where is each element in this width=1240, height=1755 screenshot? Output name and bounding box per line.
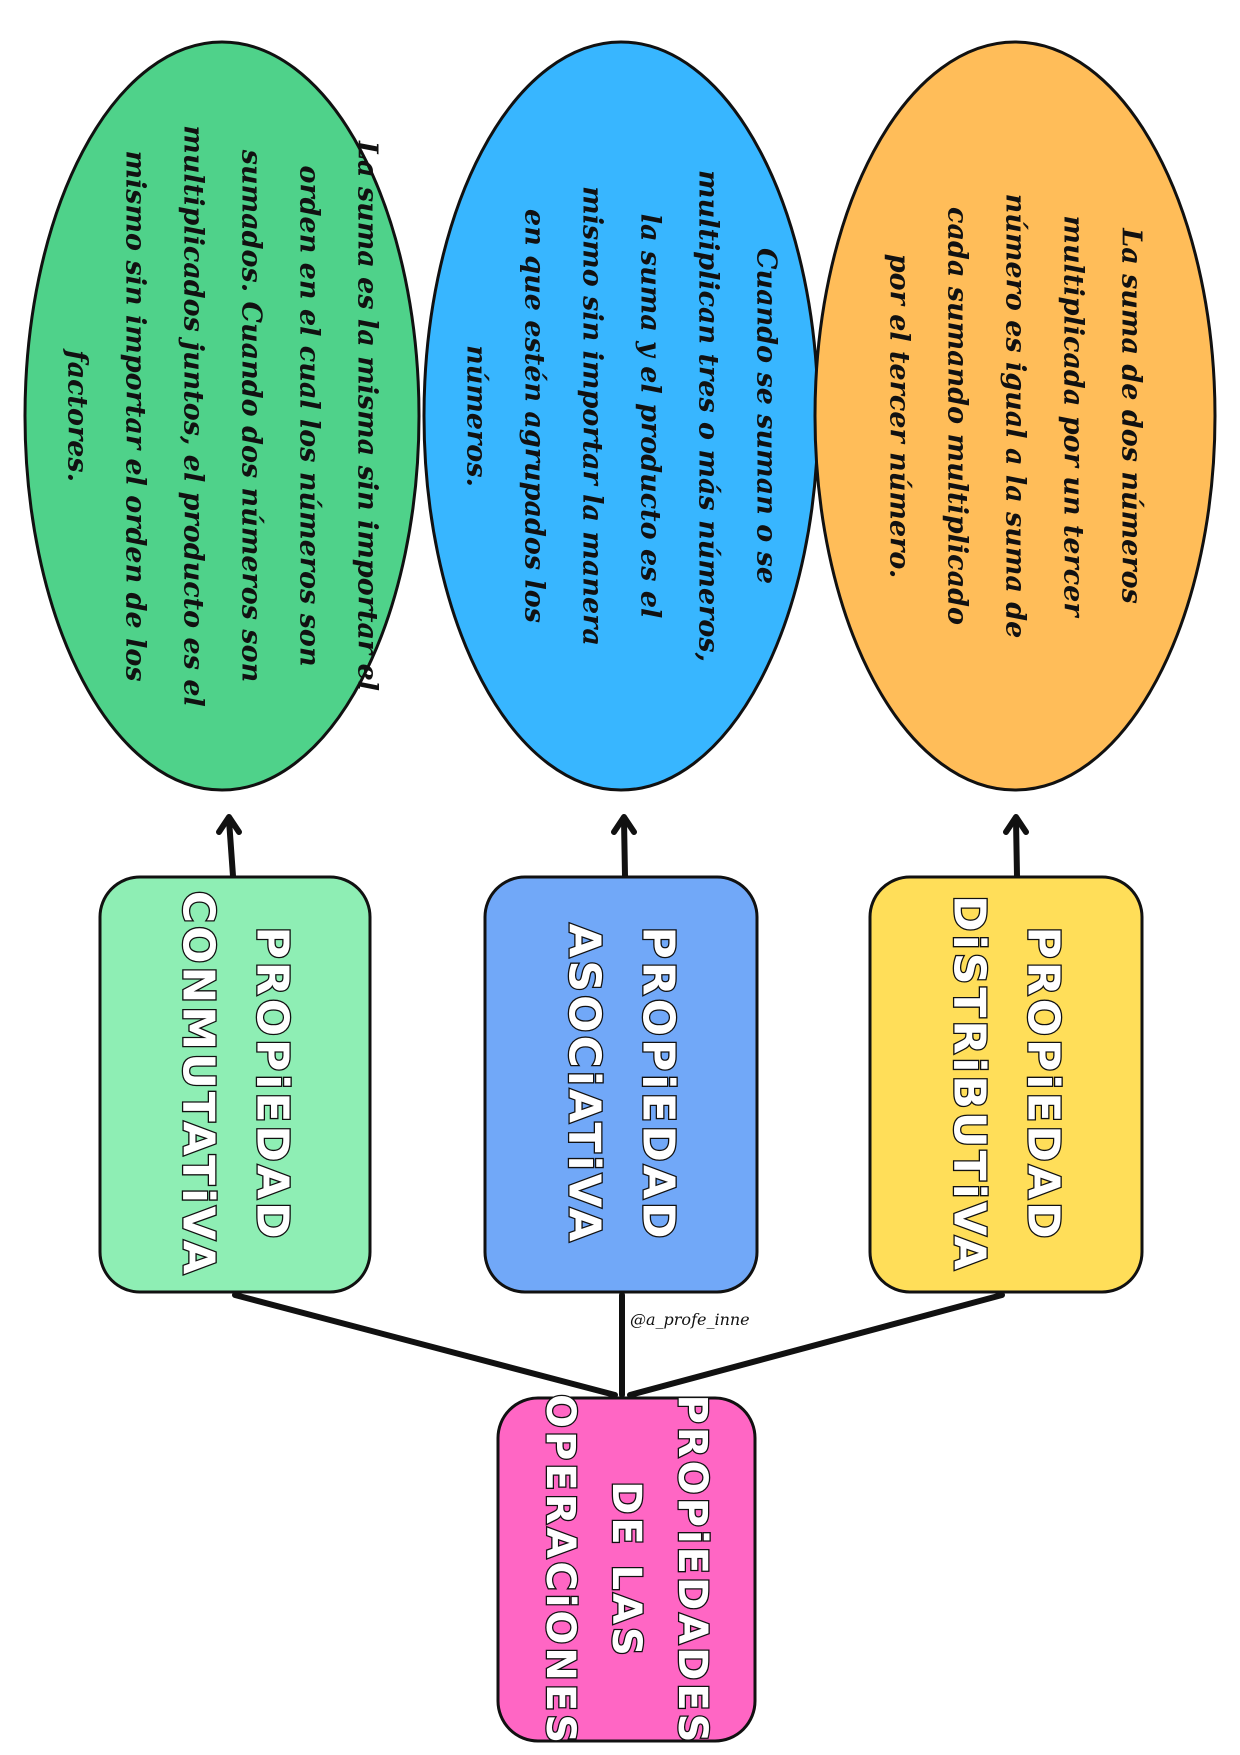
description-line: número es igual a la suma de (1000, 194, 1031, 639)
description-line: Cuando se suman o se (751, 248, 782, 584)
description-line: La suma de dos números (1116, 227, 1147, 604)
root-title-line: OPERACiONES (537, 1394, 583, 1746)
box-title-line: ASOCiATiVA (559, 923, 610, 1244)
box-distributiva: PROPiEDAD DiSTRiBUTiVA (868, 875, 1144, 1294)
arrow-asociativa (611, 814, 637, 879)
description-line: números. (461, 345, 492, 487)
description-line: en que estén agrupados los (519, 209, 550, 623)
description-line: por el tercer número. (884, 254, 915, 579)
oval-asociativa: Cuando se suman o se multiplican tres o m… (422, 40, 820, 792)
description-conmutativa: La suma es la misma sin importar el orden… (62, 125, 383, 707)
description-line: cada sumando multiplicado (942, 207, 973, 625)
description-asociativa: Cuando se suman o se multiplican tres o m… (461, 170, 782, 662)
description-line: factores. (62, 348, 93, 482)
description-line: multiplican tres o más números, (693, 170, 724, 662)
description-line: multiplicados juntos, el producto es el (178, 125, 209, 707)
oval-distributiva: La suma de dos números multiplicada por u… (813, 40, 1217, 792)
description-line: la suma y el producto es el (635, 214, 666, 619)
root-title-line: DE LAS (603, 1481, 649, 1659)
box-title-distributiva: PROPiEDAD DiSTRiBUTiVA (942, 894, 1070, 1274)
box-title-conmutativa: PROPiEDAD CONMUTATiVA (171, 889, 299, 1278)
box-conmutativa: PROPiEDAD CONMUTATiVA (98, 875, 372, 1294)
box-title-line: CONMUTATiVA (173, 891, 224, 1277)
connector-root-conmutativa (232, 1292, 618, 1398)
box-title-line: DiSTRiBUTiVA (944, 895, 995, 1273)
root-box: PROPiEDADES DE LAS OPERACiONES (496, 1393, 757, 1748)
connector-root-distributiva (627, 1292, 1005, 1398)
description-distributiva: La suma de dos números multiplicada por u… (884, 194, 1147, 639)
box-title-line: PROPiEDAD (633, 926, 684, 1241)
description-line: mismo sin importar el orden de los (120, 150, 151, 681)
description-line: orden en el cual los números son (294, 165, 325, 666)
box-title-line: PROPiEDAD (247, 926, 298, 1241)
box-asociativa: PROPiEDAD ASOCiATiVA (483, 875, 759, 1294)
root-title: PROPiEDADES DE LAS OPERACiONES (536, 1393, 717, 1748)
root-title-line: PROPiEDADES (669, 1395, 715, 1746)
description-line: sumados. Cuando dos números son (236, 149, 267, 683)
description-line: La suma es la misma sin importar el (352, 140, 383, 691)
description-line: multiplicada por un tercer (1058, 215, 1089, 618)
box-title-asociativa: PROPiEDAD ASOCiATiVA (557, 922, 685, 1246)
oval-conmutativa: La suma es la misma sin importar el orden… (23, 40, 421, 792)
description-line: mismo sin importar la manera (577, 186, 608, 646)
arrow-conmutativa (216, 814, 242, 879)
arrow-distributiva (1003, 814, 1029, 879)
box-title-line: PROPiEDAD (1018, 926, 1069, 1241)
watermark: @a_profe_inne (630, 1310, 750, 1329)
